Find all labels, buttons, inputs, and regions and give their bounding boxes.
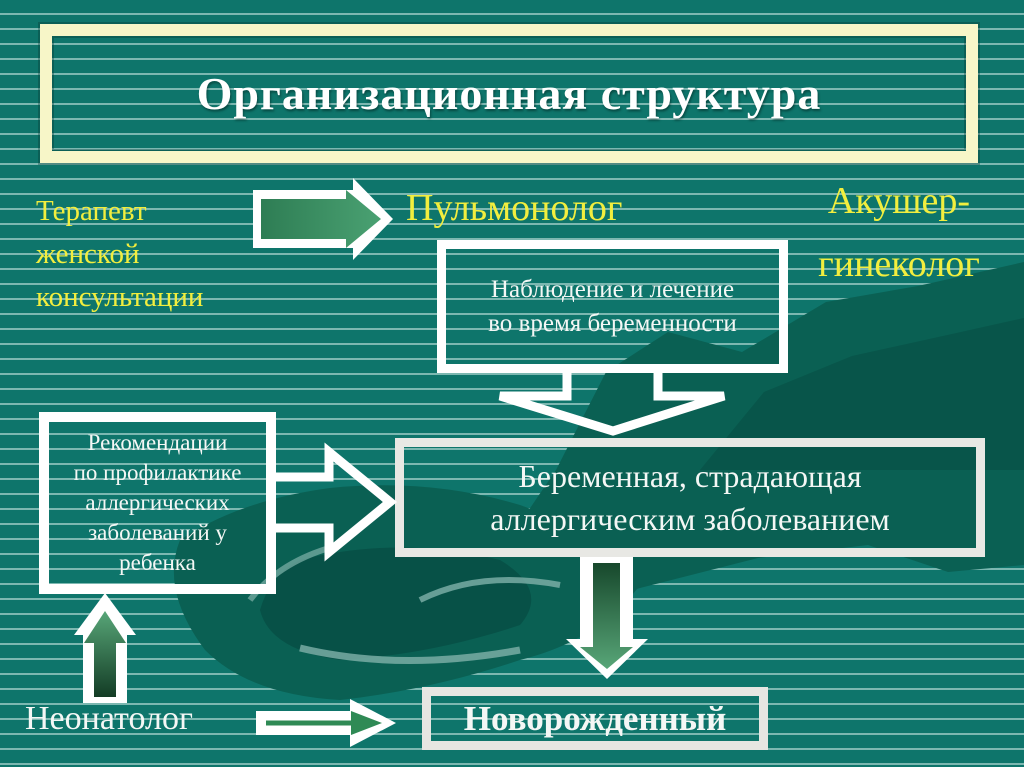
pregnant-box: Беременная, страдающая аллергическим заб… (395, 438, 985, 557)
observation-line-1: Наблюдение и лечение (490, 275, 735, 303)
pregnant-line-1: Беременная, страдающая (518, 457, 862, 494)
recommendations-line-1: Рекомендации (87, 430, 228, 455)
therapist-label: Терапевт женской консультации (36, 190, 203, 319)
pulmonologist-label: Пульмонолог (406, 187, 623, 229)
newborn-box: Новорожденный (422, 687, 768, 750)
pregnant-line-2: аллергическим заболеванием (490, 500, 890, 537)
obstetrician-label: Акушер- гинеколог (775, 170, 1023, 296)
recommendations-line-3: аллергических (85, 490, 230, 515)
recommendations-line-2: по профилактике (73, 460, 242, 485)
slide-title: Организационная структура (196, 68, 822, 119)
therapist-line-2: женской (36, 238, 140, 270)
arrow-therapist-to-pulmonologist-icon (253, 178, 393, 260)
recommendations-line-4: заболеваний у (88, 520, 227, 545)
recommendations-line-5: ребенка (119, 550, 196, 575)
observation-box: Наблюдение и лечение во время беременнос… (437, 240, 788, 373)
obstetrician-line-1: Акушер- (827, 180, 971, 222)
arrow-recommendations-to-pregnant-icon (270, 442, 398, 562)
arrow-neonatologist-to-newborn-icon (256, 699, 396, 747)
arrow-pregnant-to-newborn-icon (566, 557, 648, 679)
neonatologist-label: Неонатолог (25, 700, 193, 737)
recommendations-box: Рекомендации по профилактике аллергическ… (39, 412, 276, 594)
arrow-neonatologist-up-icon (74, 593, 136, 703)
observation-line-2: во время беременности (488, 309, 737, 337)
title-box: Организационная структура (40, 24, 978, 163)
arrow-observation-to-pregnant-icon (498, 365, 726, 436)
therapist-line-3: консультации (36, 281, 204, 313)
therapist-line-1: Терапевт (36, 195, 147, 227)
obstetrician-line-2: гинеколог (818, 243, 980, 285)
newborn-label: Новорожденный (463, 698, 727, 738)
